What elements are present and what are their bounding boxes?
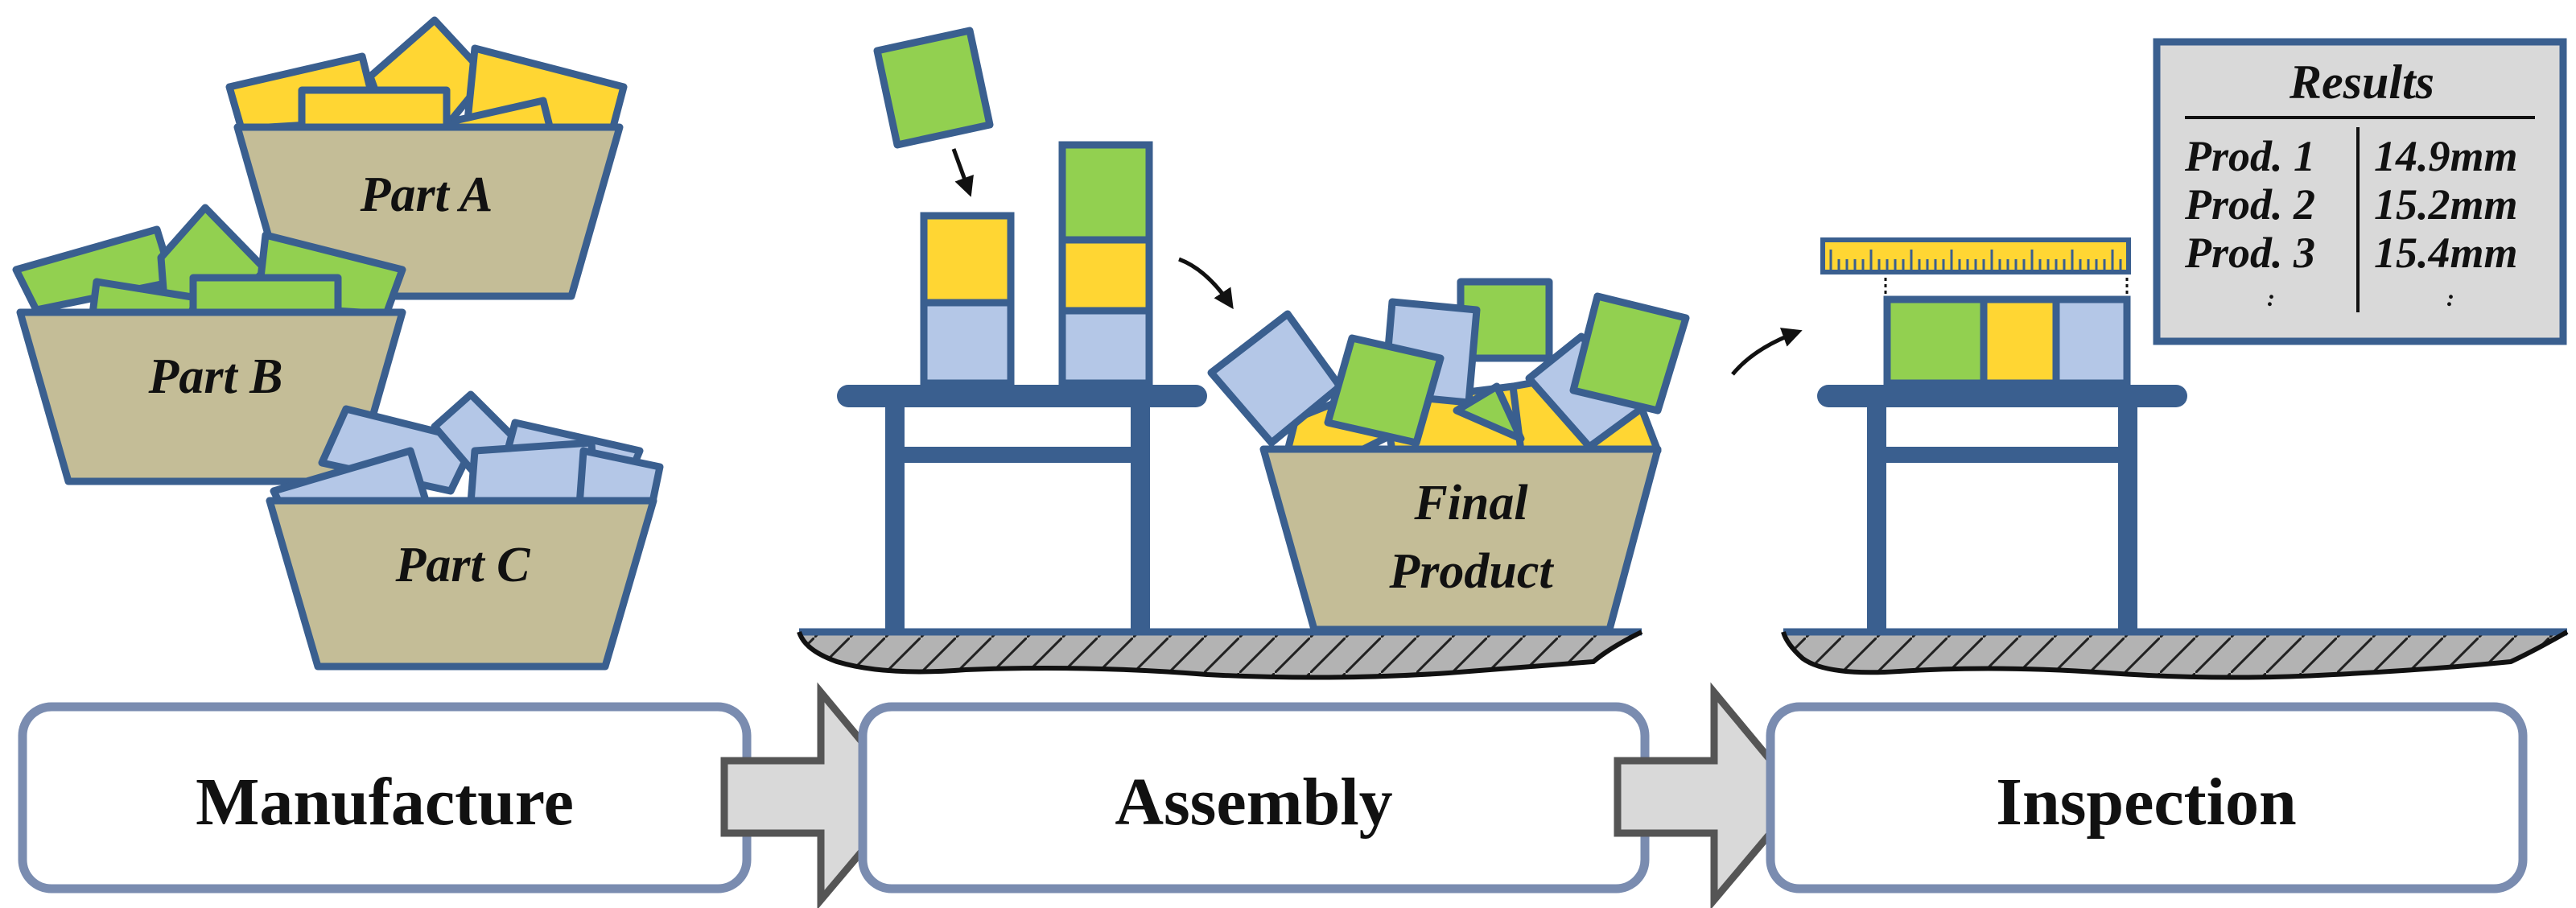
part-a-label: Part A <box>360 167 493 222</box>
results-product: Prod. 2 <box>2184 180 2315 229</box>
results-product: Prod. 1 <box>2184 132 2315 180</box>
results-value: 14.9mm <box>2374 132 2518 180</box>
part-b-bin: Part B <box>12 204 406 485</box>
results-value: 15.4mm <box>2374 229 2518 277</box>
assembly-flow-arrow <box>1178 257 1234 310</box>
stage-inspection-label: Inspection <box>1996 765 2296 840</box>
stage-manufacture-label: Manufacture <box>196 765 574 840</box>
part-c-label: Part C <box>394 538 530 592</box>
part-c-bin: Part C <box>266 390 664 671</box>
results-row-1: Prod. 1 14.9mm <box>2184 132 2518 180</box>
part-b-contents <box>12 204 406 322</box>
part-b-label: Part B <box>147 349 282 404</box>
results-ellipsis-right: : <box>2446 285 2454 312</box>
results-panel: Results Prod. 1 14.9mm Prod. 2 15.2mm Pr… <box>2153 38 2567 345</box>
part-c-contents <box>270 390 664 511</box>
assembly-stack-1 <box>920 212 1015 387</box>
stage-arrow-2 <box>1614 682 1806 908</box>
inspection-table <box>1817 385 2187 634</box>
inspection-floor <box>1781 628 2569 680</box>
stage-assembly-label: Assembly <box>1115 765 1392 840</box>
final-product-contents <box>1207 278 1690 455</box>
results-title: Results <box>2289 56 2434 109</box>
part-a-contents <box>225 16 628 137</box>
drop-arrow <box>951 148 974 197</box>
assembly-table <box>837 385 1207 634</box>
results-value: 15.2mm <box>2374 180 2518 229</box>
assembly-stack-2 <box>1058 141 1153 387</box>
falling-green-block <box>873 27 994 149</box>
final-product-bin: Final Product <box>1259 445 1662 634</box>
inspection-flow-arrow <box>1731 328 1803 376</box>
results-row-2: Prod. 2 15.2mm <box>2184 180 2518 229</box>
final-product-label-line2: Product <box>1388 544 1554 599</box>
stage-manufacture: Manufacture <box>18 702 752 894</box>
ruler <box>1820 237 2131 294</box>
results-ellipsis-left: : <box>2267 285 2275 312</box>
inspected-product <box>1883 295 2131 387</box>
results-product: Prod. 3 <box>2184 229 2315 277</box>
final-product-label-line1: Final <box>1413 476 1528 530</box>
results-row-3: Prod. 3 15.4mm <box>2184 229 2518 277</box>
assembly-floor <box>797 628 1643 680</box>
stage-inspection: Inspection <box>1766 702 2528 894</box>
stage-assembly: Assembly <box>858 702 1650 894</box>
